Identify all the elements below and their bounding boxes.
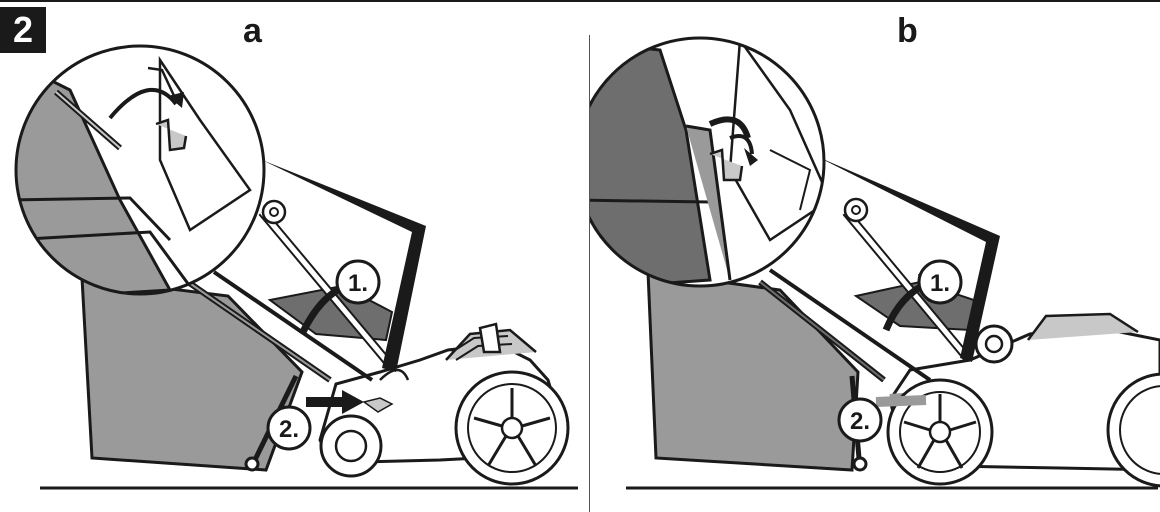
step-2-label: 2. (279, 416, 299, 443)
zoom-leader (816, 156, 1000, 362)
step-2-callout: 2. (268, 407, 310, 449)
step-1-callout: 1. (919, 261, 961, 303)
rear-wheel (456, 372, 568, 484)
detail-magnifier (0, 30, 300, 320)
front-wheel (321, 416, 381, 476)
front-wheel (888, 380, 992, 484)
step-2-callout: 2. (839, 399, 881, 441)
step-1-callout: 1. (337, 261, 379, 303)
step-2-label: 2. (850, 408, 870, 435)
step-1-label: 1. (348, 270, 368, 297)
panel-a-illustration: 1. 2. (0, 0, 590, 512)
grass-bag (82, 278, 302, 470)
panel-b-illustration: 1. 2. (590, 0, 1160, 512)
push-arrow (876, 400, 926, 402)
grass-bag (648, 272, 858, 470)
detail-magnifier (590, 30, 850, 300)
step-1-label: 1. (930, 270, 950, 297)
